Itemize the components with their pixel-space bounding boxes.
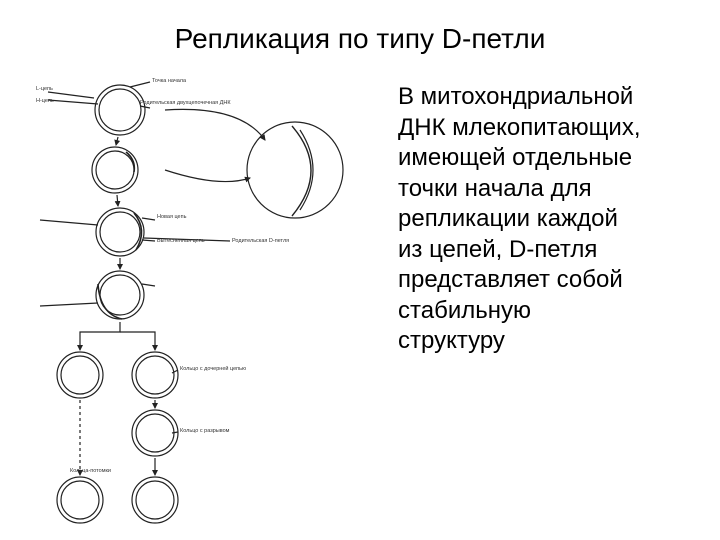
parent-ring bbox=[94, 84, 146, 136]
final-ring-left bbox=[56, 476, 104, 524]
body-line: В митохондриальной bbox=[398, 83, 634, 110]
body-line: репликации каждой bbox=[398, 205, 618, 232]
label-open-ring: Кольцо с разрывом bbox=[180, 428, 230, 434]
body-line: представляет собой bbox=[398, 266, 623, 293]
ring-initiation bbox=[91, 146, 139, 194]
ring-d-loop bbox=[95, 207, 145, 257]
label-h-strand: H-цепь bbox=[36, 98, 54, 104]
ring-elongation bbox=[95, 270, 145, 320]
label-ring-daughter: Кольцо с дочерней цепью bbox=[180, 365, 246, 372]
label-parent-duplex: Родительская двухцепочечная ДНК bbox=[140, 100, 231, 106]
final-ring-right bbox=[131, 476, 179, 524]
body-line: из цепей, D-петля bbox=[398, 235, 598, 263]
slide-title: Репликация по типу D-петли bbox=[174, 23, 546, 54]
label-origin: Точка начала bbox=[152, 78, 187, 84]
body-line: точки начала для bbox=[398, 174, 592, 202]
ring-daughter-strand bbox=[131, 409, 179, 457]
zoom-inset-circle bbox=[246, 121, 344, 219]
body-line: стабильную bbox=[398, 296, 531, 324]
label-displaced-strand: Вытесненная цепь bbox=[157, 238, 205, 244]
body-line: имеющей отдельные bbox=[398, 144, 633, 171]
body-line: ДНК млекопитающих, bbox=[398, 113, 641, 141]
progeny-ring-left bbox=[56, 351, 104, 399]
d-loop-replication-diagram: L-цепь H-цепь Точка начала Родительская … bbox=[36, 78, 344, 524]
label-new-strand: Новая цепь bbox=[157, 214, 187, 220]
body-line: структуру bbox=[398, 327, 505, 354]
label-l-strand: L-цепь bbox=[36, 86, 53, 92]
label-d-loop: Родительская D-петля bbox=[232, 238, 289, 244]
slide-body-text: В митохондриальной ДНК млекопитающих, им… bbox=[398, 82, 698, 357]
label-progeny-rings: Кольца-потомки bbox=[70, 468, 111, 474]
progeny-ring-right bbox=[131, 351, 179, 399]
